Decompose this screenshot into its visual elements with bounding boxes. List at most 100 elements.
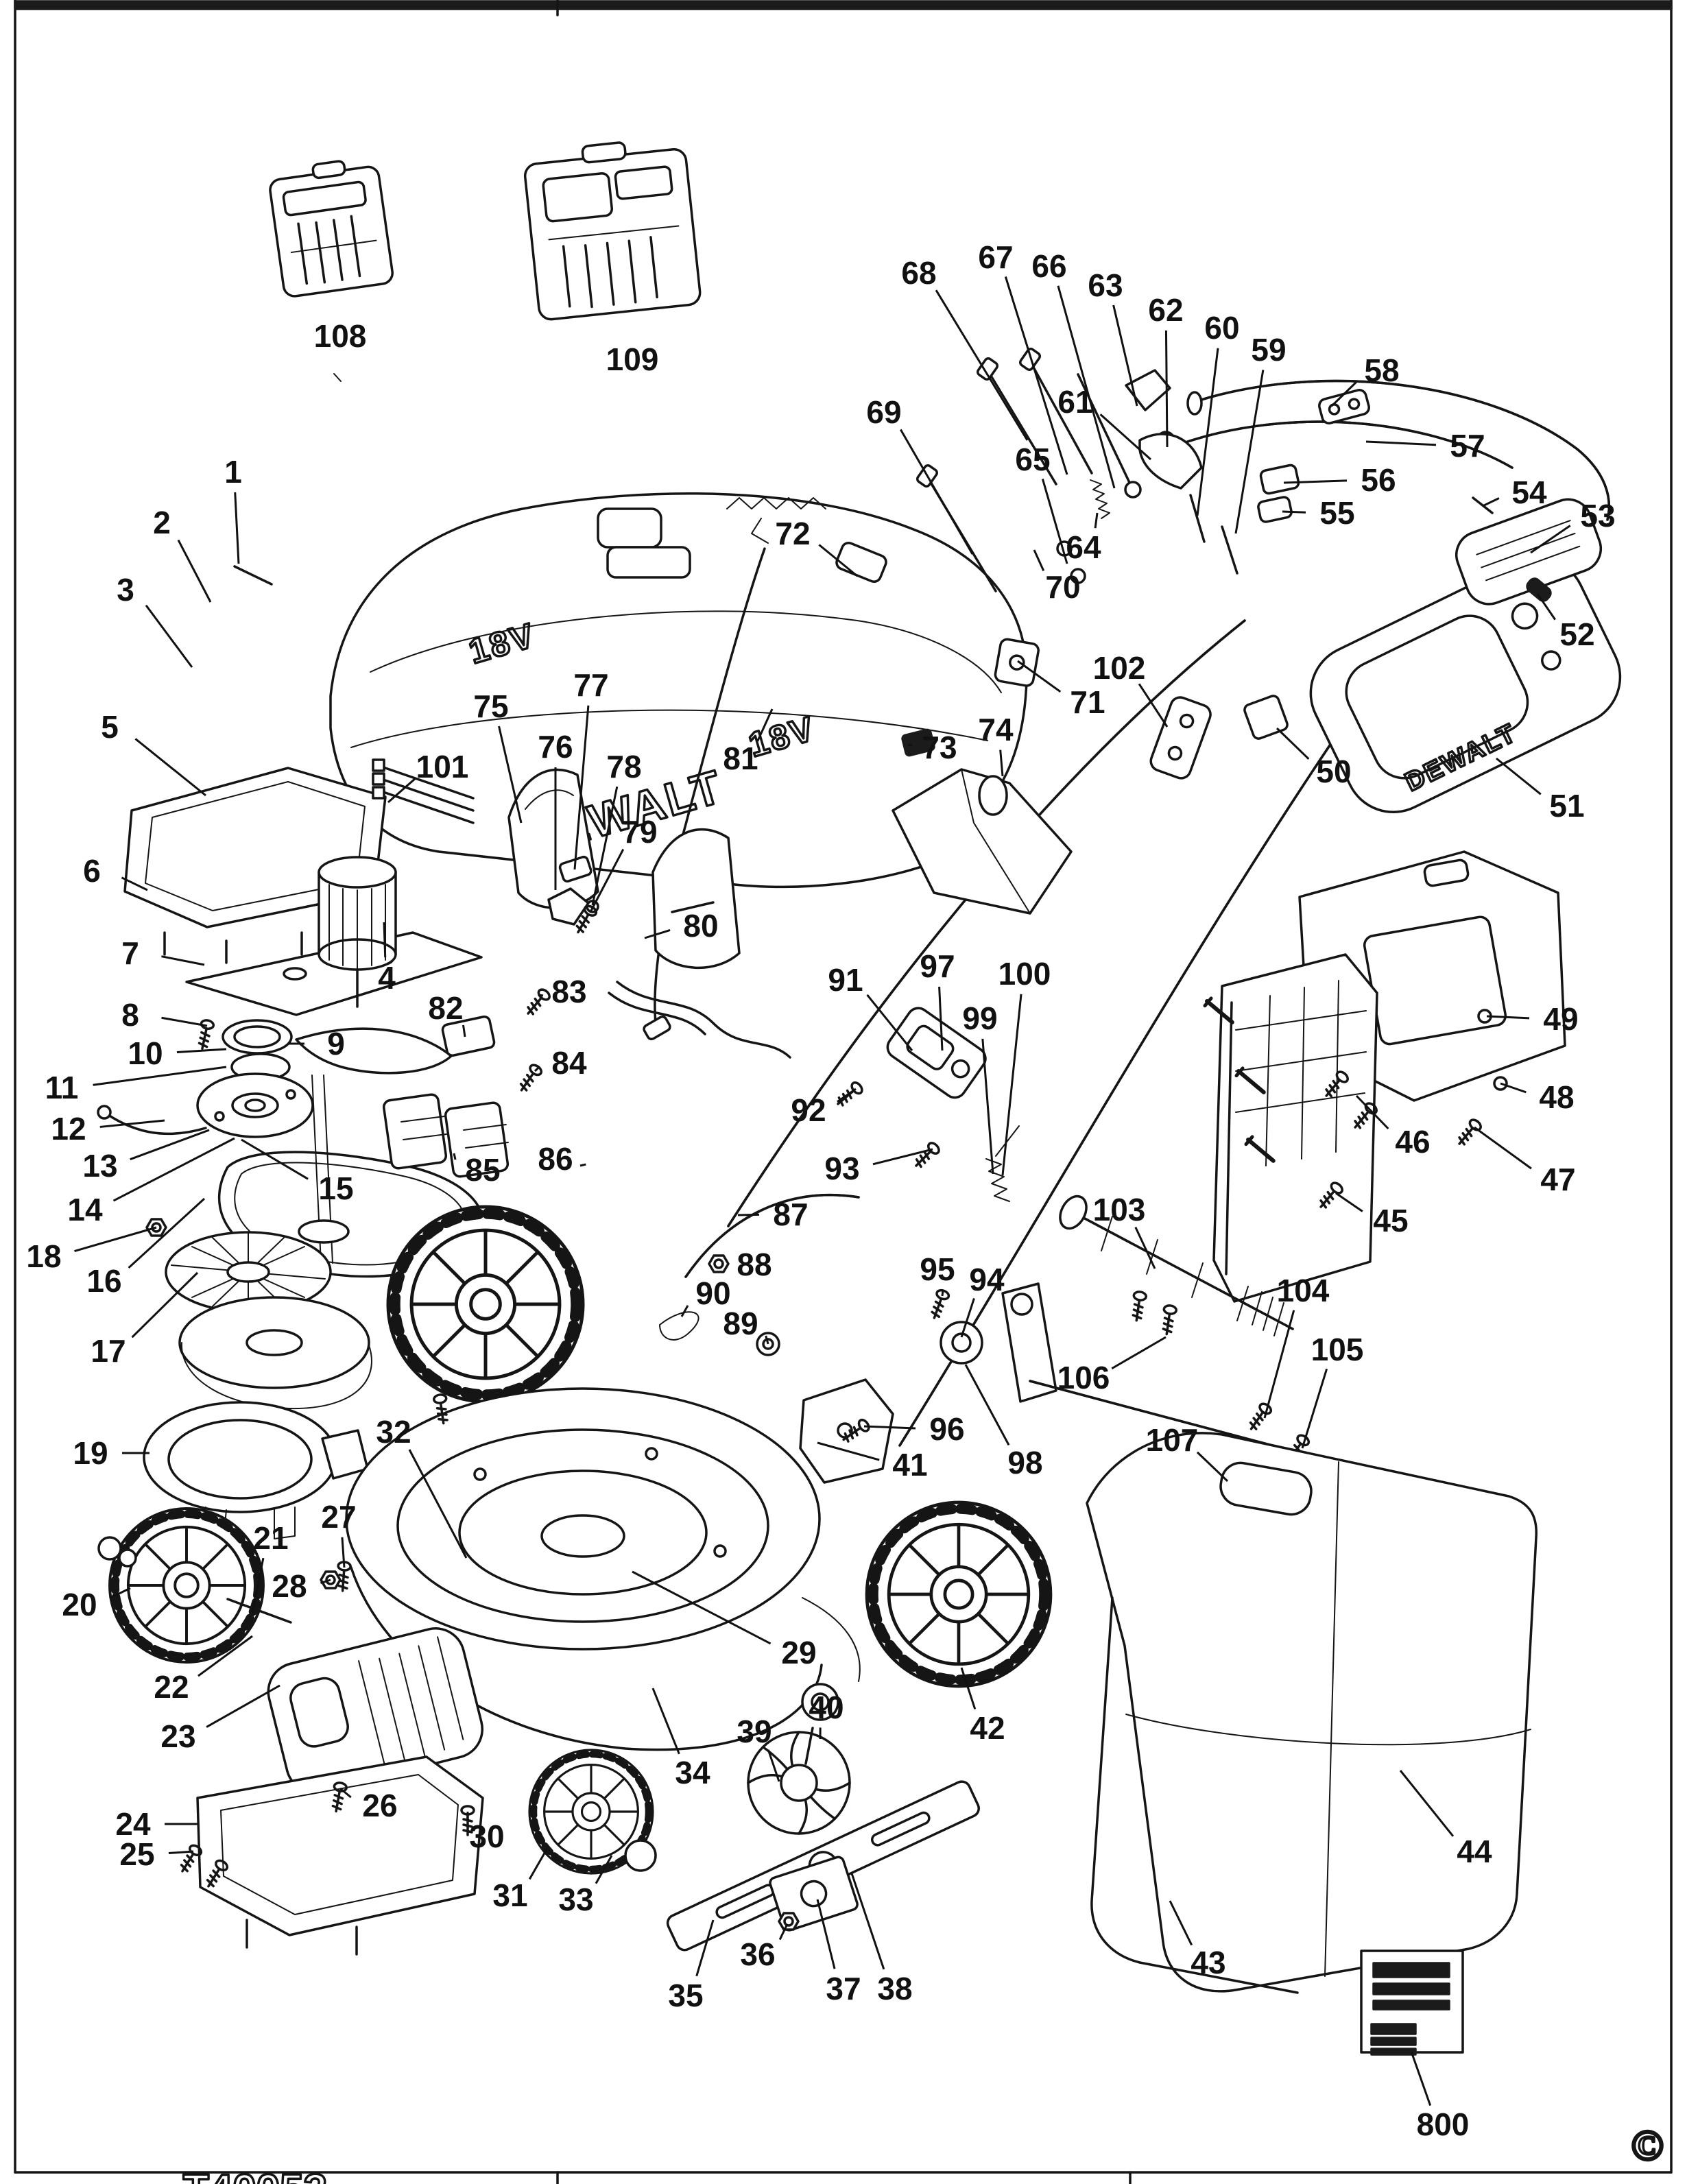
leader-line-89 [765,1335,769,1345]
drive-switch [886,1007,987,1099]
part-number-40: 40 [809,1690,844,1725]
leader-line-66 [1057,285,1116,489]
part-number-47: 47 [1540,1162,1575,1197]
rear-frame-panel [1212,953,1378,1303]
part-number-77: 77 [573,667,608,703]
leader-line-74 [999,749,1004,777]
part-number-28: 28 [272,1568,307,1604]
leader-line-85 [453,1153,457,1160]
part-number-60: 60 [1204,310,1239,346]
part-number-67: 67 [978,239,1013,275]
leader-line-84 [534,1066,540,1072]
leader-line-79 [590,848,625,911]
part-number-10: 10 [128,1035,163,1071]
leader-line-26 [339,1787,352,1799]
leader-line-14 [112,1137,235,1202]
bearing-rings [222,1019,453,1081]
leader-line-20 [109,1587,131,1600]
rear-left-wheel [388,1207,583,1402]
leader-line-22 [198,1635,253,1677]
part-number-69: 69 [866,394,901,430]
part-number-91: 91 [828,962,863,998]
part-number-46: 46 [1395,1124,1430,1160]
part-number-56: 56 [1361,462,1396,498]
part-number-800: 800 [1417,2107,1470,2142]
part-number-9: 9 [327,1026,345,1061]
leader-line-6 [121,876,148,891]
part-number-35: 35 [668,1978,703,2013]
part-number-14: 14 [67,1192,103,1227]
leader-line-64 [1094,512,1099,529]
leader-line-61 [1099,413,1152,461]
part-number-65: 65 [1015,442,1050,477]
leader-line-70 [1033,549,1045,571]
part-number-105: 105 [1311,1332,1364,1367]
part-number-52: 52 [1559,616,1594,652]
lower-housing [143,1401,369,1539]
part-number-39: 39 [737,1714,771,1749]
part-number-17: 17 [91,1333,125,1369]
part-number-50: 50 [1316,754,1351,789]
part-number-42: 42 [970,1710,1005,1746]
part-number-84: 84 [551,1045,587,1081]
leader-line-54 [1482,497,1500,507]
part-number-92: 92 [791,1092,826,1128]
part-number-13: 13 [82,1148,117,1184]
leader-line-49 [1486,1015,1530,1020]
part-number-58: 58 [1364,352,1399,388]
part-number-96: 96 [929,1411,964,1447]
hub-cap [624,1839,657,1872]
leader-line-48 [1500,1082,1527,1094]
leader-line-80 [644,929,671,939]
leader-line-15 [241,1138,309,1180]
leader-line-50 [1276,727,1310,760]
page-border [14,0,1673,2184]
mower-deck [345,1387,861,1751]
part-number-93: 93 [824,1151,859,1186]
leader-line-100 [1001,994,1022,1176]
cable-clamp [1318,389,1370,424]
leader-line-23 [206,1684,280,1728]
diagram-artwork: 18V 18V DEWALT [14,0,1673,2184]
leader-line-102 [1138,683,1169,728]
leader-line-8 [161,1016,208,1027]
leader-line-72 [818,544,858,577]
leader-line-63 [1112,304,1138,407]
part-number-45: 45 [1373,1203,1408,1238]
part-number-25: 25 [119,1836,154,1872]
leader-line-42 [960,1667,977,1709]
part-number-66: 66 [1031,248,1066,284]
leader-line-107 [1196,1451,1229,1483]
leader-line-10 [176,1048,227,1053]
leader-line-105 [1301,1368,1328,1449]
blade-adapter [769,1856,859,1932]
part-number-72: 72 [775,516,810,551]
part-number-57: 57 [1450,428,1485,464]
motor-assembly [318,856,397,1008]
leader-line-69 [900,429,974,555]
side-bracket [1243,695,1289,740]
part-number-108: 108 [314,318,367,354]
part-number-4: 4 [378,960,396,996]
part-number-29: 29 [781,1635,816,1670]
part-number-31: 31 [492,1877,527,1913]
part-number-1: 1 [224,454,242,490]
leader-line-4 [383,922,387,958]
part-number-97: 97 [920,948,955,984]
handle-brackets [1257,464,1300,523]
part-number-73: 73 [922,730,957,765]
leader-line-83 [538,994,544,997]
part-number-86: 86 [538,1141,573,1177]
part-number-44: 44 [1457,1834,1492,1869]
part-number-2: 2 [153,505,171,540]
leader-line-62 [1164,330,1169,448]
leader-line-800 [1410,2051,1432,2106]
leader-line-57 [1365,440,1437,446]
part-number-89: 89 [723,1306,758,1341]
stray-tick [333,373,342,382]
leader-line-68 [935,289,1029,441]
wiring-harness [372,758,791,1178]
leader-line-13 [130,1129,210,1161]
part-number-83: 83 [551,974,586,1009]
